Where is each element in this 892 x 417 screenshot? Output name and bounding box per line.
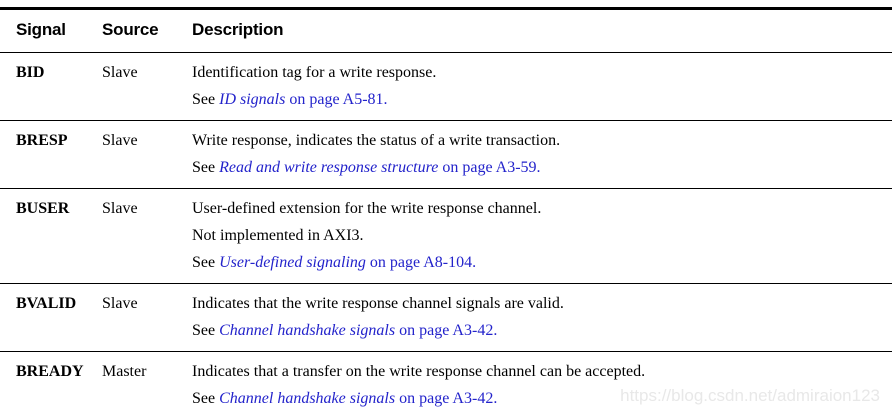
description-line: See Read and write response structure on… (192, 154, 882, 181)
description-text: See (192, 159, 220, 176)
description-line: Not implemented in AXI3. (192, 222, 882, 249)
column-header-source: Source (102, 8, 192, 53)
cross-reference-link[interactable]: on page A8-104. (365, 254, 477, 271)
signal-description: Write response, indicates the status of … (192, 120, 892, 189)
description-text: See (192, 390, 220, 407)
signal-source: Slave (102, 120, 192, 189)
signal-source: Slave (102, 52, 192, 121)
cross-reference-link[interactable]: ID signals (219, 91, 286, 108)
column-header-description: Description (192, 8, 892, 53)
cross-reference-link[interactable]: User-defined signaling (219, 254, 366, 271)
cross-reference-link[interactable]: on page A5-81. (285, 91, 388, 108)
description-line: Indicates that the write response channe… (192, 290, 882, 317)
description-line: See User-defined signaling on page A8-10… (192, 249, 882, 276)
description-text: See (192, 322, 220, 339)
table-header-row: Signal Source Description (0, 8, 892, 53)
signal-name: BVALID (0, 283, 102, 352)
description-line: See Channel handshake signals on page A3… (192, 385, 882, 412)
description-text: Not implemented in AXI3. (192, 227, 364, 244)
signal-source: Slave (102, 283, 192, 352)
column-header-signal: Signal (0, 8, 102, 53)
cross-reference-link[interactable]: on page A3-42. (395, 390, 498, 407)
description-line: User-defined extension for the write res… (192, 195, 882, 222)
description-text: Write response, indicates the status of … (192, 132, 561, 149)
signal-name: BRESP (0, 120, 102, 189)
description-line: Identification tag for a write response. (192, 59, 882, 86)
signal-description: Indicates that the write response channe… (192, 283, 892, 352)
signal-source: Master (102, 351, 192, 417)
cross-reference-link[interactable]: Channel handshake signals (219, 322, 396, 339)
description-line: Write response, indicates the status of … (192, 127, 882, 154)
cross-reference-link[interactable]: Channel handshake signals (219, 390, 396, 407)
signal-name: BUSER (0, 188, 102, 284)
signal-source: Slave (102, 188, 192, 284)
description-line: See Channel handshake signals on page A3… (192, 317, 882, 344)
description-line: Indicates that a transfer on the write r… (192, 358, 882, 385)
cross-reference-link[interactable]: Read and write response structure (219, 159, 439, 176)
signal-description: User-defined extension for the write res… (192, 188, 892, 284)
cross-reference-link[interactable]: on page A3-59. (438, 159, 541, 176)
signal-description: Indicates that a transfer on the write r… (192, 351, 892, 417)
signal-name: BREADY (0, 351, 102, 417)
signal-name: BID (0, 52, 102, 121)
description-text: User-defined extension for the write res… (192, 200, 542, 217)
signal-description: Identification tag for a write response.… (192, 52, 892, 121)
description-text: See (192, 254, 220, 271)
description-line: See ID signals on page A5-81. (192, 86, 882, 113)
cross-reference-link[interactable]: on page A3-42. (395, 322, 498, 339)
description-text: See (192, 91, 220, 108)
description-text: Indicates that a transfer on the write r… (192, 363, 646, 380)
description-text: Identification tag for a write response. (192, 64, 437, 81)
description-text: Indicates that the write response channe… (192, 295, 564, 312)
